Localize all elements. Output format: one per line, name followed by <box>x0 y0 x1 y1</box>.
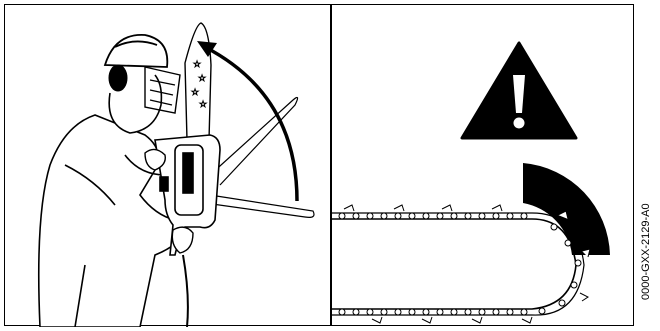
svg-text:☆: ☆ <box>199 100 207 110</box>
warning-triangle-icon <box>462 43 576 138</box>
saw-chain-icon <box>332 205 590 323</box>
svg-text:☆: ☆ <box>191 88 199 98</box>
left-panel: ☆ ☆ ☆ ☆ <box>5 5 330 325</box>
power-cord-icon <box>183 255 188 327</box>
figure-frame: ☆ ☆ ☆ ☆ <box>4 4 634 326</box>
right-illustration <box>332 5 633 327</box>
svg-text:☆: ☆ <box>198 74 206 84</box>
bar-stars: ☆ ☆ ☆ ☆ <box>191 60 207 110</box>
ear-protector-icon <box>109 65 127 91</box>
svg-text:☆: ☆ <box>193 60 201 70</box>
right-panel <box>332 5 633 325</box>
helmet-icon <box>105 35 167 67</box>
left-illustration: ☆ ☆ ☆ ☆ <box>5 5 330 327</box>
reference-code: 0000-GXX-2129-A0 <box>640 203 652 300</box>
